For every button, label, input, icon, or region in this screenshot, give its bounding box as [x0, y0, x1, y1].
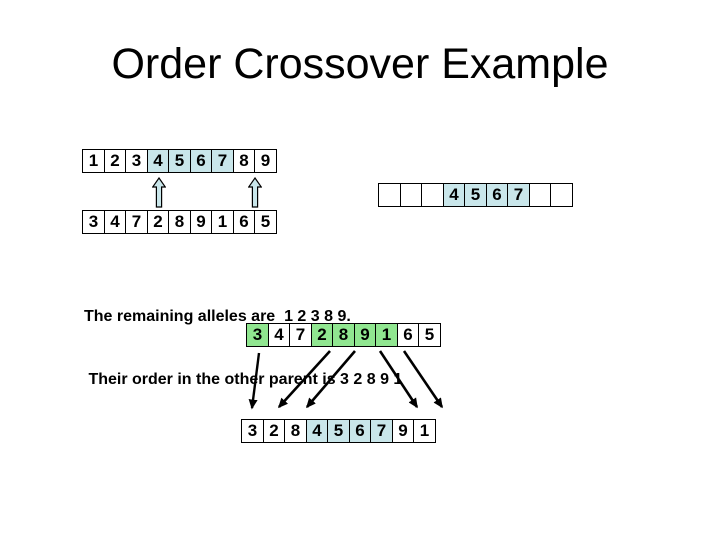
offspring-row: 3 2 8 4 5 6 7 9 1: [241, 419, 436, 443]
gene-cell-remaining: 2: [310, 323, 334, 347]
gene-cell: 3: [241, 419, 264, 443]
mapping-arrow: [402, 350, 444, 409]
child-segment-row: 4 5 6 7: [378, 183, 573, 207]
gene-cell: 2: [146, 210, 170, 234]
parent2-row: 3 4 7 2 8 9 1 6 5: [82, 210, 277, 234]
gene-cell: 5: [254, 210, 277, 234]
gene-cell: 7: [289, 323, 312, 347]
gene-cell-highlighted: 5: [327, 419, 350, 443]
gene-cell-empty: [528, 183, 552, 207]
note-line-1: The remaining alleles are 1 2 3 8 9.: [84, 308, 351, 325]
gene-cell-empty: [378, 183, 401, 207]
gene-cell: 6: [232, 210, 256, 234]
gene-cell-highlighted: 6: [485, 183, 509, 207]
gene-cell: 1: [211, 210, 234, 234]
note-line-2: Their order in the other parent is 3 2 8…: [84, 371, 403, 388]
gene-cell-highlighted: 4: [305, 419, 329, 443]
gene-cell: 8: [284, 419, 307, 443]
gene-cell: 3: [125, 149, 148, 173]
gene-cell-highlighted: 7: [507, 183, 530, 207]
donor-parent-row: 3 4 7 2 8 9 1 6 5: [246, 323, 441, 347]
gene-cell-highlighted: 7: [370, 419, 393, 443]
gene-cell-empty: [550, 183, 573, 207]
gene-cell-remaining: 9: [353, 323, 377, 347]
gene-cell-empty: [421, 183, 444, 207]
gene-cell: 8: [232, 149, 256, 173]
up-arrow-icon: [248, 177, 262, 208]
gene-cell: 9: [391, 419, 415, 443]
gene-cell: 6: [396, 323, 420, 347]
gene-cell: 9: [189, 210, 213, 234]
gene-cell: 9: [254, 149, 277, 173]
up-arrow-icon: [152, 177, 166, 208]
gene-cell: 5: [418, 323, 441, 347]
gene-cell: 8: [168, 210, 191, 234]
gene-cell-remaining: 3: [246, 323, 269, 347]
gene-cell: 1: [82, 149, 105, 173]
gene-cell-remaining: 1: [375, 323, 398, 347]
gene-cell-remaining: 8: [332, 323, 355, 347]
gene-cell-highlighted: 4: [146, 149, 170, 173]
gene-cell: 2: [103, 149, 127, 173]
slide-title: Order Crossover Example: [111, 40, 609, 88]
gene-cell-highlighted: 5: [168, 149, 191, 173]
parent1-row: 1 2 3 4 5 6 7 8 9: [82, 149, 277, 173]
gene-cell: 3: [82, 210, 105, 234]
gene-cell: 2: [262, 419, 286, 443]
gene-cell: 7: [125, 210, 148, 234]
gene-cell-highlighted: 5: [464, 183, 487, 207]
gene-cell: 4: [267, 323, 291, 347]
gene-cell-highlighted: 6: [189, 149, 213, 173]
gene-cell-highlighted: 4: [442, 183, 466, 207]
gene-cell: 1: [413, 419, 436, 443]
gene-cell-empty: [399, 183, 423, 207]
gene-cell-highlighted: 7: [211, 149, 234, 173]
gene-cell-highlighted: 6: [348, 419, 372, 443]
gene-cell: 4: [103, 210, 127, 234]
